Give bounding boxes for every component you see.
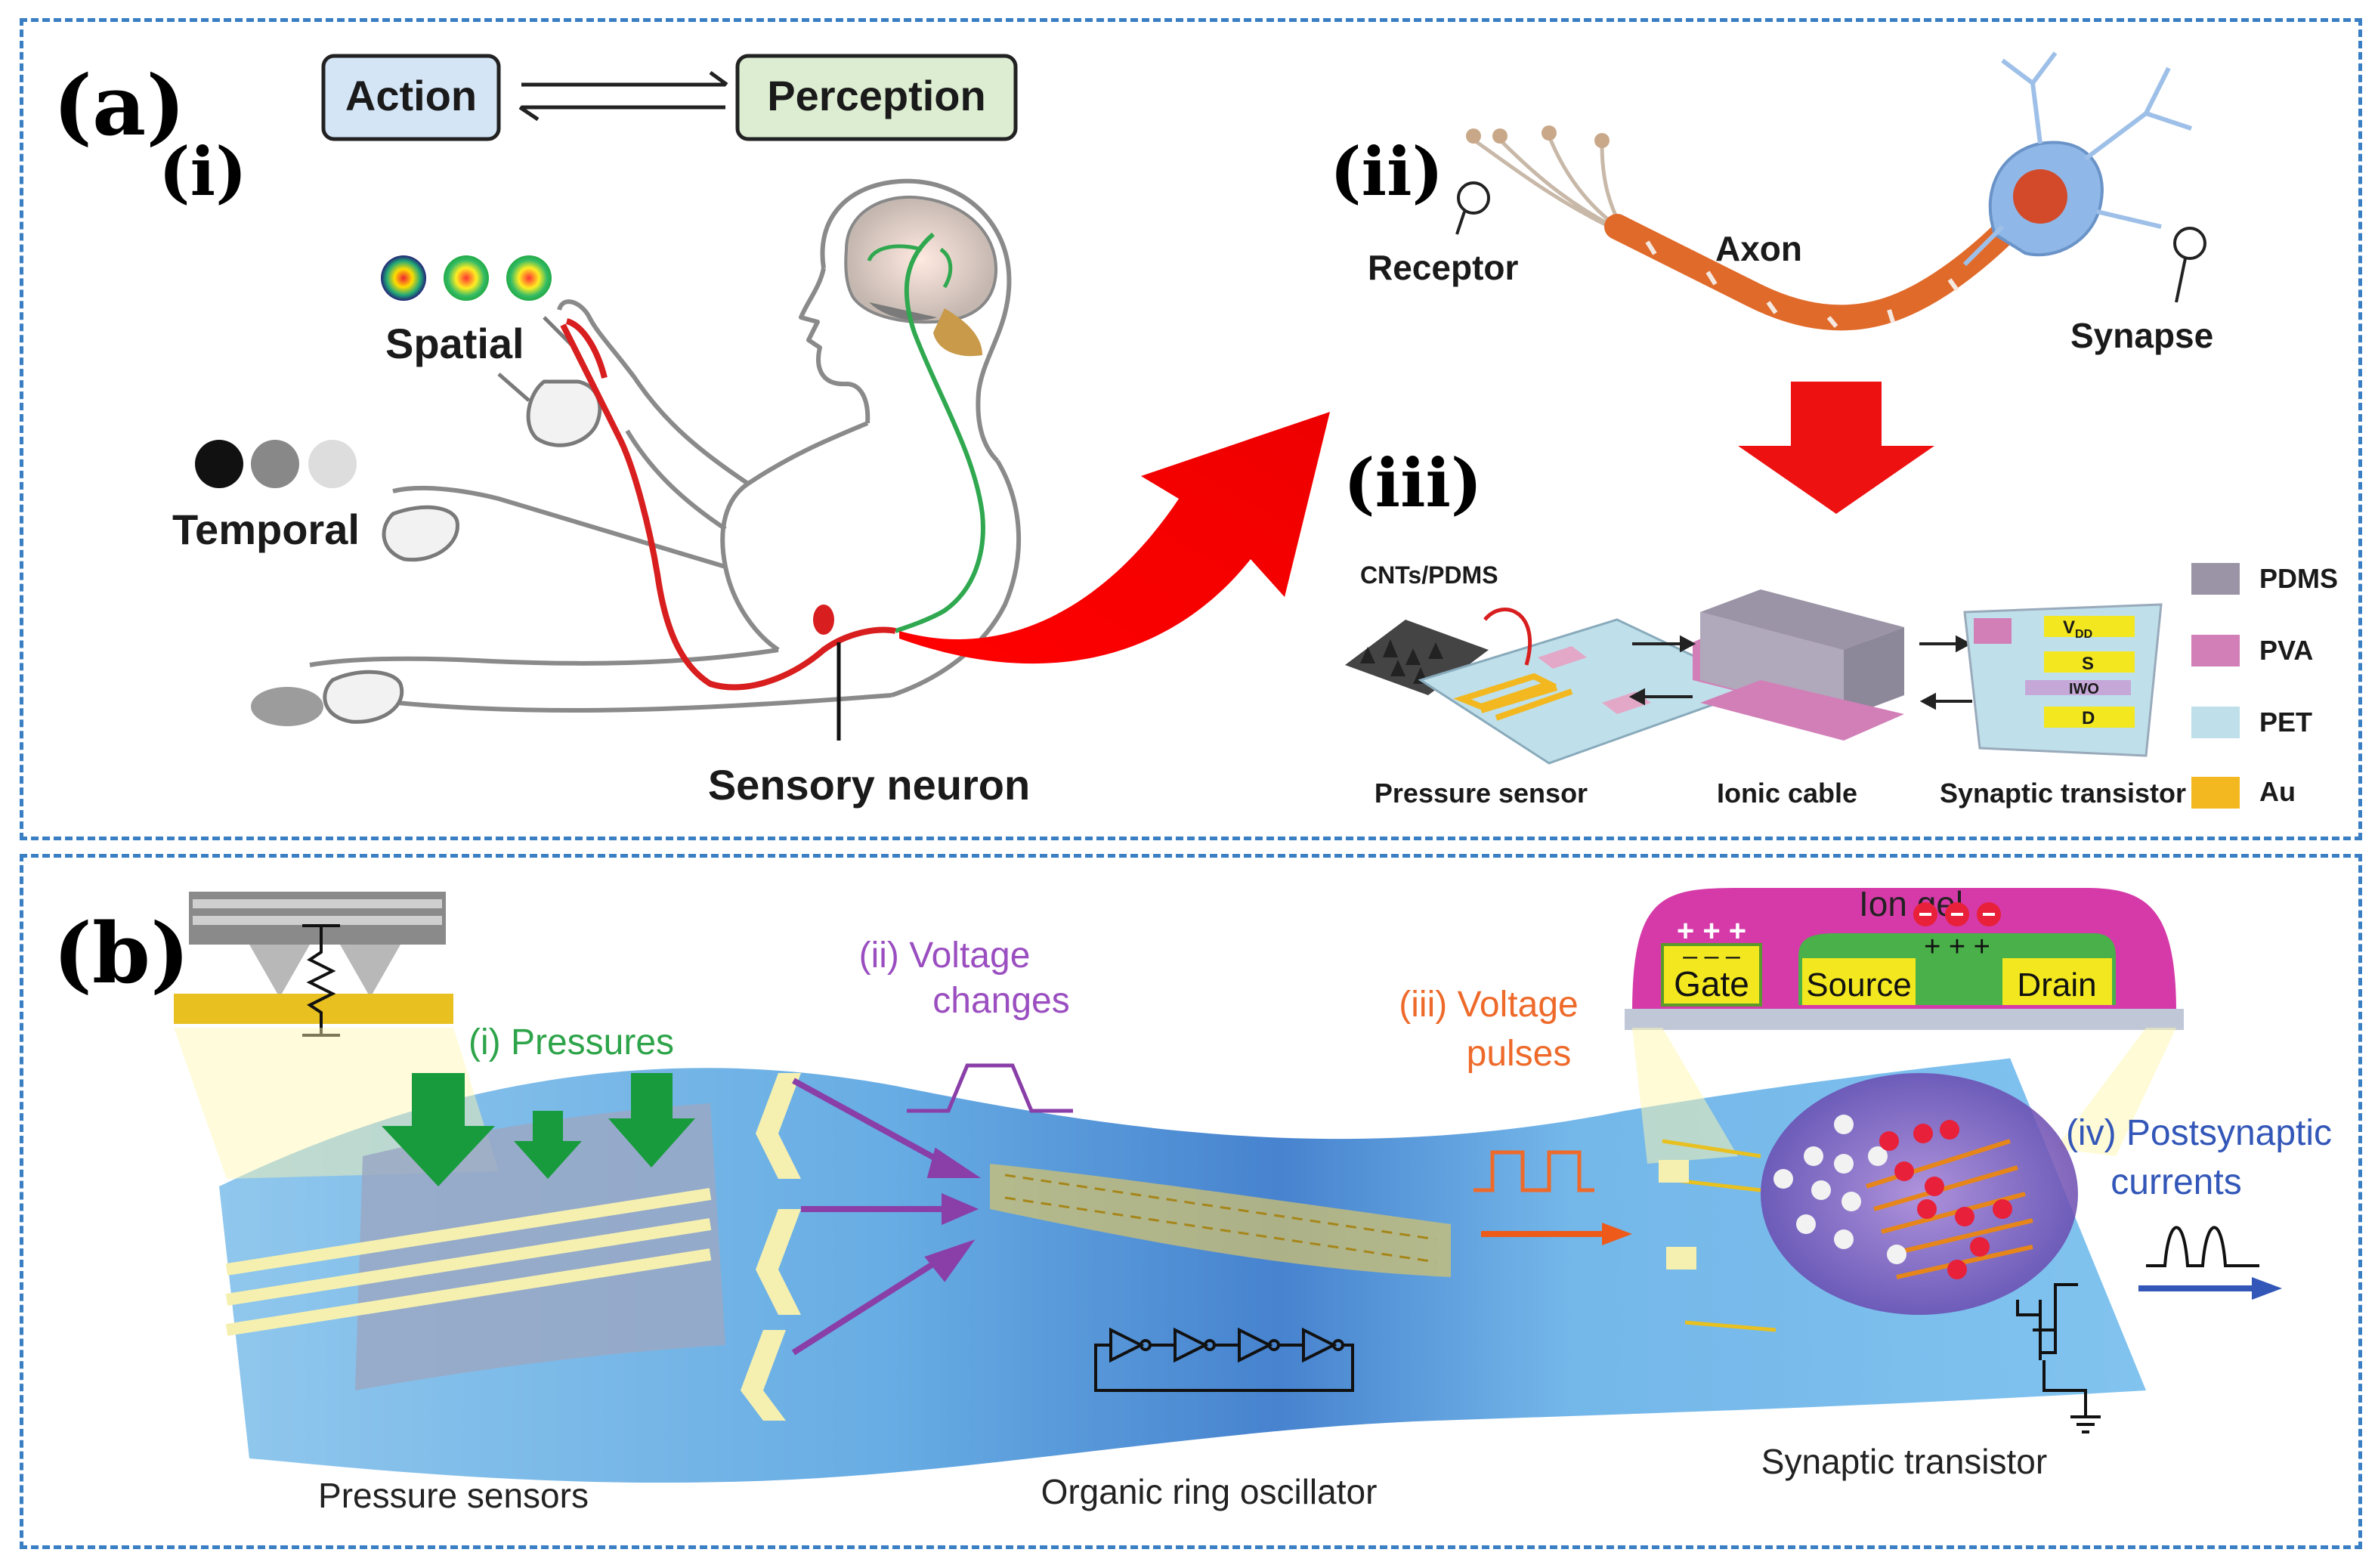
synaptic-transistor-device: VDD S IWO D (1963, 603, 2163, 757)
legend-swatch-pet (2191, 707, 2240, 738)
sensory-neuron-label: Sensory neuron (708, 761, 1030, 809)
signal-arrows (1628, 635, 1972, 710)
panel-b-frame (20, 854, 2362, 1549)
voltage-change-waveform (907, 1063, 1073, 1113)
receptor-magnifier-icon (1455, 181, 1490, 235)
channel-plus-charges: + + + (1924, 931, 1990, 963)
pressure-sensor-device (1345, 608, 1764, 765)
drain-label: Drain (2017, 966, 2096, 1004)
brain-icon (844, 195, 998, 357)
sensory-pathway (560, 323, 896, 691)
legend-swatch-pva (2191, 635, 2240, 666)
output-arrow (2138, 1277, 2282, 1300)
panel-b-label: (b) (53, 905, 190, 1002)
bidirectional-arrow (518, 70, 728, 122)
legend-pva: PVA (2259, 635, 2313, 666)
legend-au: Au (2259, 776, 2296, 807)
legend-swatch-pdms (2191, 563, 2240, 595)
gate-label: Gate (1674, 964, 1749, 1004)
action-box: Action (321, 54, 501, 141)
sub-ii-label: (ii) (1330, 132, 1443, 211)
legend-pet: PET (2259, 707, 2312, 738)
cnts-pdms-label: CNTs/PDMS (1360, 561, 1498, 589)
spatial-label: Spatial (385, 320, 524, 367)
transition-arrow (899, 412, 1330, 664)
drain-d-label: D (2082, 708, 2095, 728)
vdd-label: VDD (2063, 617, 2092, 641)
human-body-sketch (309, 178, 1022, 713)
ring-oscillator-circuit (990, 1164, 1451, 1277)
pulse-arrow (1481, 1223, 1632, 1245)
transistor-schematic (2016, 1283, 2101, 1433)
legend-pdms: PDMS (2259, 563, 2338, 594)
sub-iii-label: (iii) (1344, 444, 1483, 522)
pressures-label: (i) Pressures (468, 1022, 674, 1062)
voltage-changes-label-2: changes (932, 981, 1069, 1021)
postsynaptic-waveform (2146, 1226, 2259, 1267)
panel-a-label: (a) (53, 57, 185, 154)
biological-neuron-icon (1466, 51, 2192, 331)
voltage-pulse-waveform (1473, 1150, 1594, 1192)
down-arrow (1738, 382, 1934, 514)
oscillator-input-arrows (791, 1078, 982, 1356)
ionic-cable-device (1693, 589, 1904, 741)
voltage-changes-label-1: (ii) Voltage (859, 936, 1031, 976)
spatial-stimulus-icons (381, 255, 552, 301)
synaptic-transistor-label-b: Synaptic transistor (1761, 1442, 2047, 1481)
receptor-label: Receptor (1368, 248, 1518, 287)
pressure-sensor-inset (174, 892, 453, 1037)
axon-label: Axon (1715, 229, 1802, 268)
inverter-chain-schematic (1094, 1327, 1354, 1392)
synapse-magnifier-icon (2173, 227, 2206, 303)
sub-i-label: (i) (159, 132, 247, 211)
source-label: Source (1806, 966, 1911, 1004)
ionic-cable-label: Ionic cable (1717, 778, 1857, 809)
synaptic-transistor-label-a: Synaptic transistor (1940, 778, 2186, 809)
legend-swatch-au (2191, 777, 2240, 809)
source-s-label: S (2082, 654, 2094, 674)
voltage-pulses-label-2: pulses (1467, 1034, 1572, 1074)
material-legend: PDMS PVA PET Au (2191, 563, 2338, 809)
postsynaptic-label-1: (iv) Postsynaptic (2066, 1113, 2332, 1153)
synapse-label: Synapse (2070, 316, 2213, 355)
pressure-sensor-label: Pressure sensor (1375, 778, 1588, 809)
temporal-stimulus-icons (195, 440, 357, 488)
ring-oscillator-label: Organic ring oscillator (1041, 1472, 1378, 1511)
motor-pathway (895, 232, 985, 633)
synaptic-transistor-dome (1659, 1073, 2078, 1332)
perception-label: Perception (767, 72, 985, 119)
voltage-pulses-label-1: (iii) Voltage (1399, 985, 1578, 1025)
synaptic-transistor-inset: Ion gel Gate Source Drain + + + – – – + … (1625, 884, 2184, 1030)
panel-a-frame (20, 18, 2362, 840)
postsynaptic-label-2: currents (2111, 1162, 2241, 1202)
neuron-body (813, 605, 834, 635)
gate-minus-charges: – – – (1683, 942, 1740, 970)
pressure-sensors-label: Pressure sensors (318, 1476, 589, 1515)
action-label: Action (345, 72, 477, 119)
perception-box: Perception (735, 54, 1018, 141)
iwo-label: IWO (2069, 681, 2099, 697)
pressure-arrows (382, 1073, 695, 1186)
stimulus-dome-icon (251, 687, 323, 726)
temporal-label: Temporal (172, 506, 360, 553)
gate-plus-charges: + + + (1677, 914, 1746, 948)
